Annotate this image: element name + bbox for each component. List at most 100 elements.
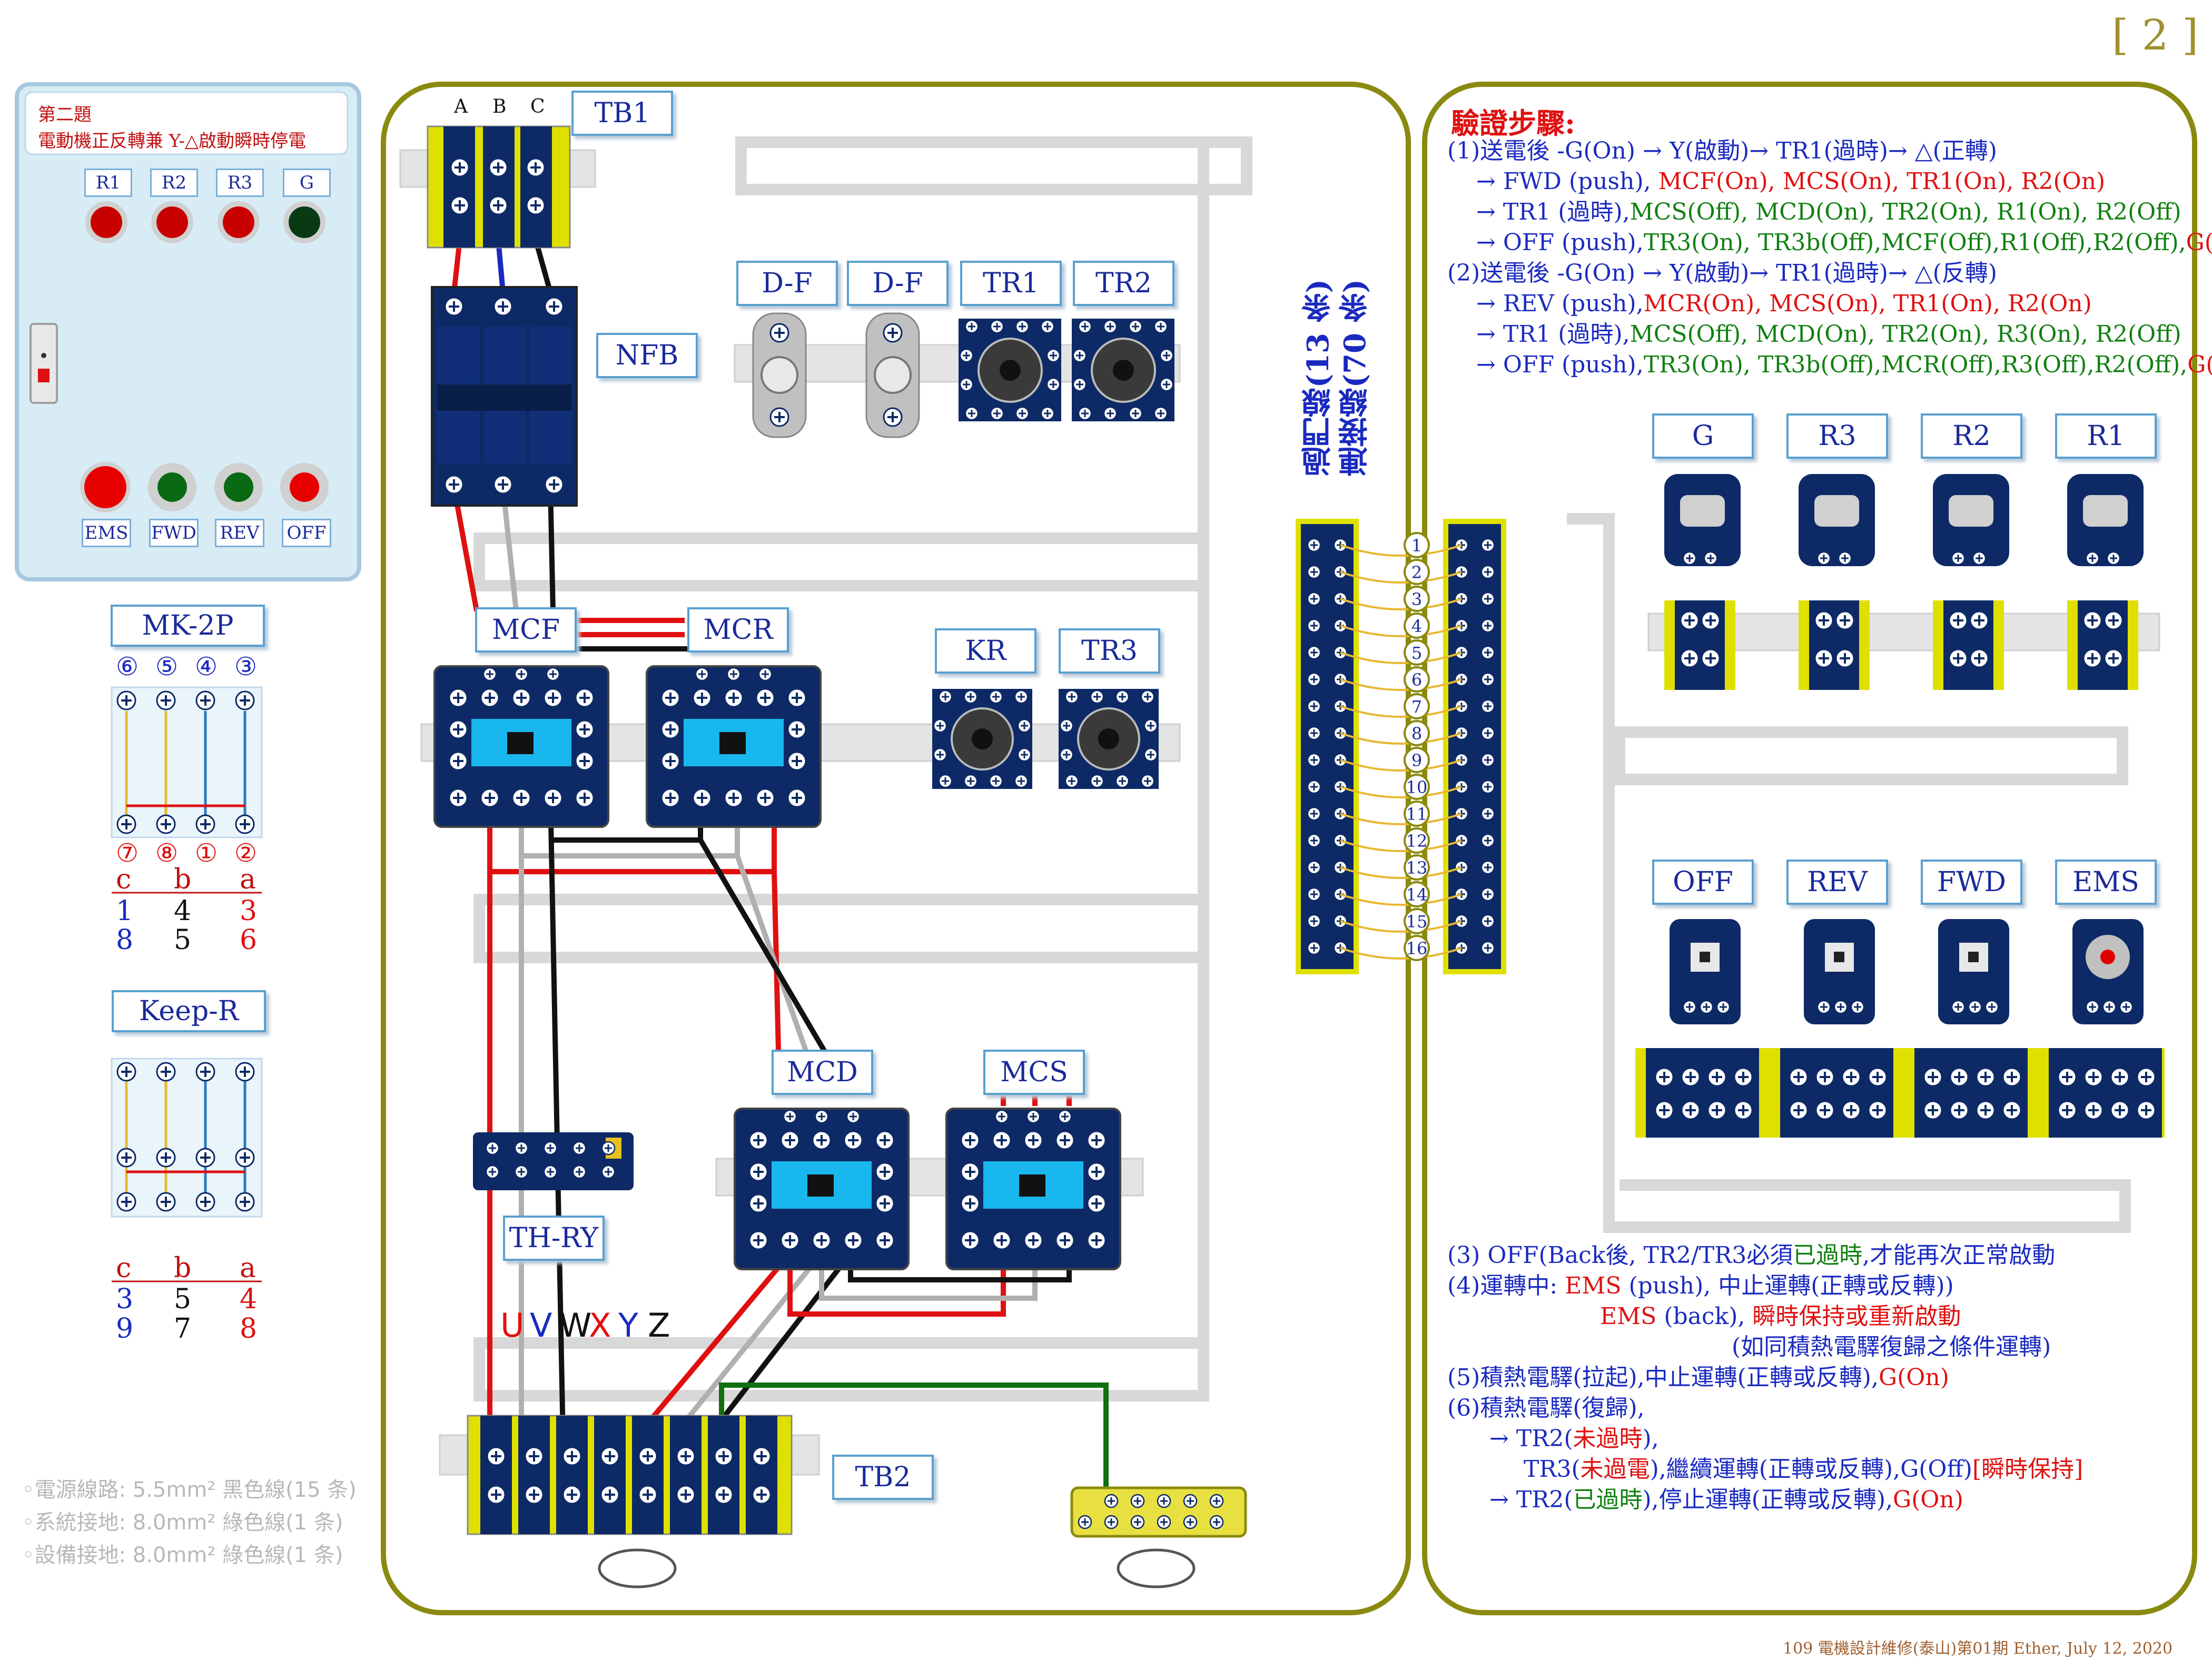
- screw-terminal: [1969, 610, 1989, 630]
- screw-terminal: [1014, 774, 1029, 788]
- step1-a-cmd: → FWD (push),: [1476, 168, 1651, 195]
- screw-terminal: [938, 689, 953, 704]
- screw-terminal: [748, 1230, 768, 1250]
- df2-label: D-F: [847, 261, 949, 306]
- screw-terminal: [1850, 1000, 1865, 1014]
- step6-d2: 已過時: [1573, 1486, 1643, 1513]
- screw-terminal: [1815, 1067, 1835, 1087]
- tb2-terminal-pole: [632, 1416, 664, 1534]
- screw-terminal: [1058, 1109, 1072, 1124]
- phase-label-b: B: [492, 96, 507, 117]
- screw-terminal: [1130, 1494, 1145, 1508]
- door-jumper-wire: [1340, 813, 1462, 825]
- tb2-label: TB2: [832, 1455, 934, 1500]
- terminal-number-ring: [1404, 613, 1430, 639]
- terminal-number-ring: [1404, 854, 1430, 881]
- screw-terminal: [1072, 377, 1087, 392]
- terminal-number-14: 14: [1406, 885, 1428, 905]
- screw-terminal: [1682, 1000, 1697, 1014]
- screw-terminal: [1789, 1067, 1809, 1087]
- keepr-header-b: b: [174, 1252, 192, 1284]
- screw-terminal: [1814, 648, 1834, 668]
- terminal-number-ring: [1404, 666, 1430, 693]
- step4-a: (4)運轉中:: [1447, 1272, 1558, 1299]
- screw-terminal: [960, 1230, 980, 1250]
- screw-terminal: [1835, 648, 1855, 668]
- step1-b-cmd: → TR1 (過時),: [1476, 199, 1630, 225]
- door-jumper-wire: [1340, 571, 1462, 584]
- mk2p-bottom-pin-2: ①: [195, 838, 218, 868]
- screw-terminal: [1307, 726, 1321, 740]
- relay-sockets: [932, 319, 1174, 789]
- screw-terminal: [748, 1162, 768, 1182]
- mk2p-row1-1: 4: [174, 895, 192, 927]
- panel-button-label-rev: REV: [215, 519, 264, 547]
- push-buttons: [80, 462, 329, 512]
- screw-terminal: [511, 688, 531, 708]
- step1-c-cmd: → OFF (push),: [1476, 229, 1644, 256]
- step2-b-state: MCS(Off), MCD(On), TR2(On), R3(On), R2(O…: [1630, 321, 2181, 348]
- terminal-number-ring: [1404, 693, 1430, 719]
- keepr-row1-0: 3: [116, 1283, 134, 1315]
- screw-terminal: [1701, 610, 1721, 630]
- screw-terminal: [1140, 774, 1155, 788]
- step1-c-g: G(On): [2186, 229, 2212, 256]
- r3-lamp-label: R3: [1786, 413, 1888, 459]
- door-jumper-wire: [1340, 947, 1462, 960]
- step1-a-state: MCF(On), MCS(On), TR1(On), R2(On): [1658, 168, 2106, 195]
- screw-terminal: [2057, 1067, 2077, 1087]
- screw-terminal: [1307, 591, 1321, 606]
- screw-terminal: [195, 1148, 215, 1168]
- tb1-label: TB1: [571, 91, 673, 136]
- door-lamps: [1664, 474, 2144, 566]
- terminal-number-10: 10: [1406, 777, 1428, 797]
- screw-terminal: [748, 1130, 768, 1150]
- screw-terminal: [724, 688, 744, 708]
- screw-terminal: [562, 1446, 582, 1466]
- screw-terminal: [1115, 689, 1130, 704]
- screw-terminal: [1841, 1067, 1861, 1087]
- keepr-row2-1: 7: [174, 1313, 192, 1345]
- screw-terminal: [780, 1130, 800, 1150]
- screw-terminal: [1681, 1067, 1701, 1087]
- steps-block-bottom: (3) OFF(Back後, TR2/TR3必須已過時,才能再次正常啟動 (4)…: [1447, 1240, 2083, 1515]
- terminal-number-5: 5: [1411, 643, 1422, 663]
- mk2p-bottom-pin-1: ⑧: [155, 838, 179, 868]
- screw-terminal: [1480, 565, 1495, 579]
- step4-b: EMS: [1565, 1272, 1622, 1299]
- screw-terminal: [1307, 806, 1321, 821]
- screw-terminal: [1976, 1100, 1996, 1120]
- screw-terminal: [1680, 648, 1700, 668]
- output-label-w: W: [559, 1306, 592, 1345]
- screw-terminal: [1087, 1230, 1107, 1250]
- screw-terminal: [1707, 1067, 1727, 1087]
- screw-terminal: [116, 1062, 136, 1082]
- screw-terminal: [1307, 645, 1321, 660]
- knockout-left: [598, 1548, 677, 1588]
- page-number: [ 2 ]: [2112, 11, 2199, 60]
- screw-terminal: [714, 1446, 734, 1466]
- screw-terminal: [994, 1109, 1009, 1124]
- tb2-terminal-pole: [746, 1416, 777, 1534]
- screw-terminal: [1835, 610, 1855, 630]
- mk2p-header-a: a: [240, 864, 256, 895]
- screw-terminal: [448, 688, 468, 708]
- terminal-number-13: 13: [1406, 858, 1428, 878]
- step6-d3: ),停止運轉(正轉或反轉),: [1642, 1486, 1893, 1513]
- screw-terminal: [2104, 648, 2124, 668]
- screw-terminal: [963, 774, 978, 788]
- screw-terminal: [787, 751, 807, 771]
- screw-terminal: [1064, 689, 1079, 704]
- screw-terminal: [1103, 319, 1118, 334]
- screw-terminal: [1017, 718, 1032, 733]
- screw-terminal: [1733, 1100, 1753, 1120]
- terminal-number-4: 4: [1411, 616, 1422, 636]
- screw-terminal: [1969, 648, 1989, 668]
- screw-terminal: [992, 1130, 1012, 1150]
- mk2p-bottom-pin-3: ②: [234, 838, 258, 868]
- screw-terminal: [1059, 718, 1074, 733]
- steps-block-top: (1)送電後 -G(On) → Y(啟動)→ TR1(過時)→ △(正轉) → …: [1447, 136, 2212, 380]
- terminal-number-8: 8: [1411, 724, 1422, 744]
- phase-label-a: A: [454, 96, 468, 117]
- screw-terminal: [1923, 1100, 1943, 1120]
